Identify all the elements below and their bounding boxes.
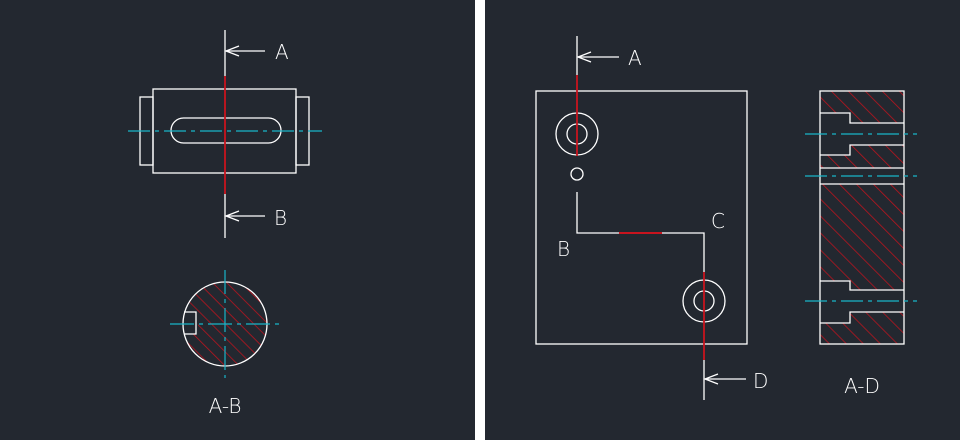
section-outline-a-d <box>819 90 905 345</box>
cut-label-d-right: D <box>753 369 768 393</box>
section-label-a-d: A-D <box>844 374 880 398</box>
right-drawing-panel: A B C D <box>485 0 960 440</box>
section-view-a-b <box>170 270 280 378</box>
arrow-a-left <box>224 45 265 57</box>
section-label-a-b: A-B <box>209 394 242 418</box>
cut-label-c-right: C <box>711 209 725 233</box>
left-drawing-canvas: A B A-B <box>128 30 322 418</box>
arrow-a-right <box>576 51 619 63</box>
cut-label-a-right: A <box>628 46 642 70</box>
cut-label-b: B <box>274 206 287 230</box>
left-drawing-panel: A B A-B <box>0 0 475 440</box>
cut-plane-a-b: A B <box>224 30 289 238</box>
keyway-notch <box>183 312 198 334</box>
arrow-b-left <box>224 210 265 222</box>
cut-plane-a-d <box>576 36 746 400</box>
cut-label-a: A <box>275 40 289 64</box>
cut-label-b-right: B <box>557 237 570 261</box>
plate-outline <box>535 90 748 345</box>
section-view-a-d <box>805 90 917 345</box>
arrow-d-right <box>703 373 746 385</box>
right-drawing-canvas: A B C D <box>535 36 917 400</box>
small-hole <box>570 167 584 181</box>
keyway-notch-outline <box>184 311 197 335</box>
